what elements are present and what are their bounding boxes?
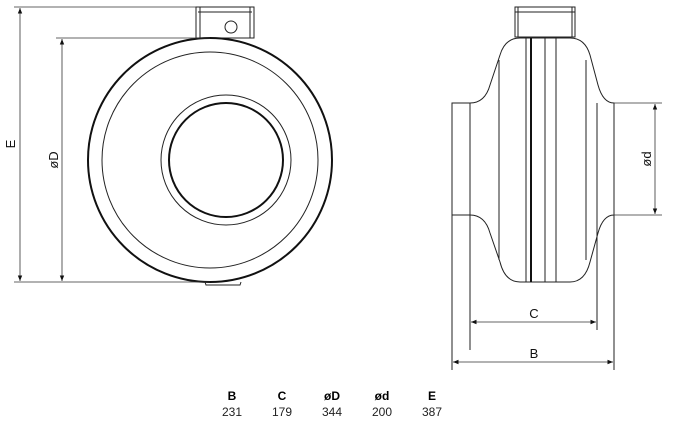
value-B: 231: [222, 405, 242, 419]
fan-body-profile: [451, 37, 615, 283]
header-D: øD: [324, 389, 340, 403]
side-view: ød C B: [451, 6, 662, 370]
header-d: ød: [375, 389, 390, 403]
value-d: 200: [372, 405, 392, 419]
outer-housing: [87, 37, 333, 283]
terminal-box-side: [514, 6, 576, 38]
header-E: E: [428, 389, 436, 403]
cable-gland-icon: [224, 20, 238, 34]
label-E: E: [3, 139, 18, 148]
label-C: C: [529, 306, 538, 321]
header-B: B: [228, 389, 237, 403]
label-D: øD: [46, 151, 61, 168]
dimension-table: B C øD ød E 231 179 344 200 387: [222, 389, 442, 419]
value-C: 179: [272, 405, 292, 419]
value-E: 387: [422, 405, 442, 419]
inlet-ring: [160, 94, 292, 226]
value-D: 344: [322, 405, 342, 419]
label-B: B: [530, 346, 539, 361]
front-view: E øD: [3, 6, 333, 286]
header-C: C: [278, 389, 287, 403]
label-d: ød: [639, 151, 654, 166]
